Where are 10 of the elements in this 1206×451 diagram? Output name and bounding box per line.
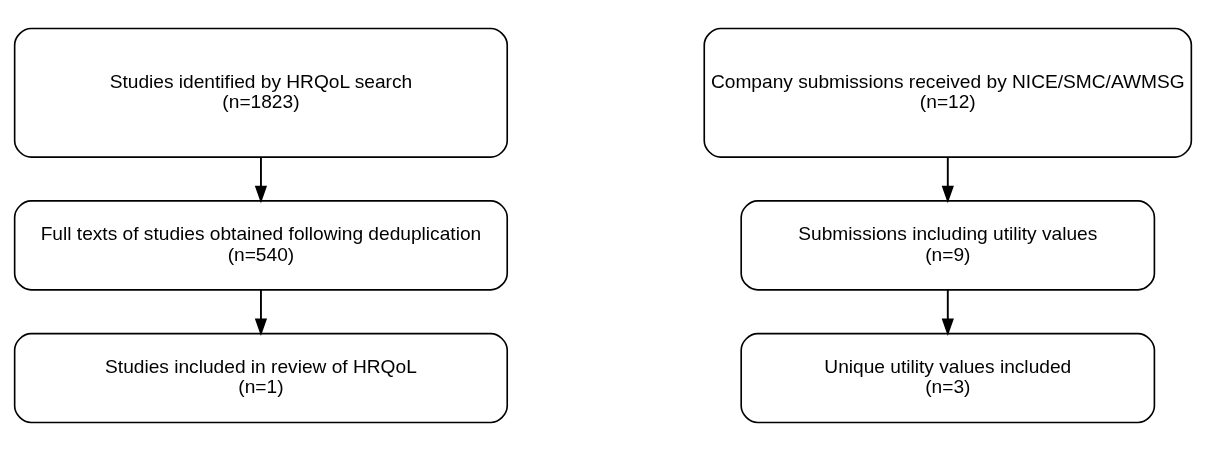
- node-box: Studies included in review of HRQoL (n=1): [13, 332, 509, 424]
- arrow: [941, 289, 954, 337]
- node-box: Unique utility values included (n=3): [740, 332, 1156, 424]
- arrow: [254, 289, 268, 337]
- arrow: [941, 156, 954, 204]
- node-box: Studies identified by HRQoL search (n=1823): [13, 27, 509, 158]
- node-box: Submissions including utility values (n=9): [740, 200, 1156, 291]
- node-box: Full texts of studies obtained following deduplication (n=540): [13, 200, 509, 291]
- arrow: [254, 156, 268, 204]
- node-box: Company submissions received by NICE/SMC/AWMSG (n=12): [703, 27, 1193, 158]
